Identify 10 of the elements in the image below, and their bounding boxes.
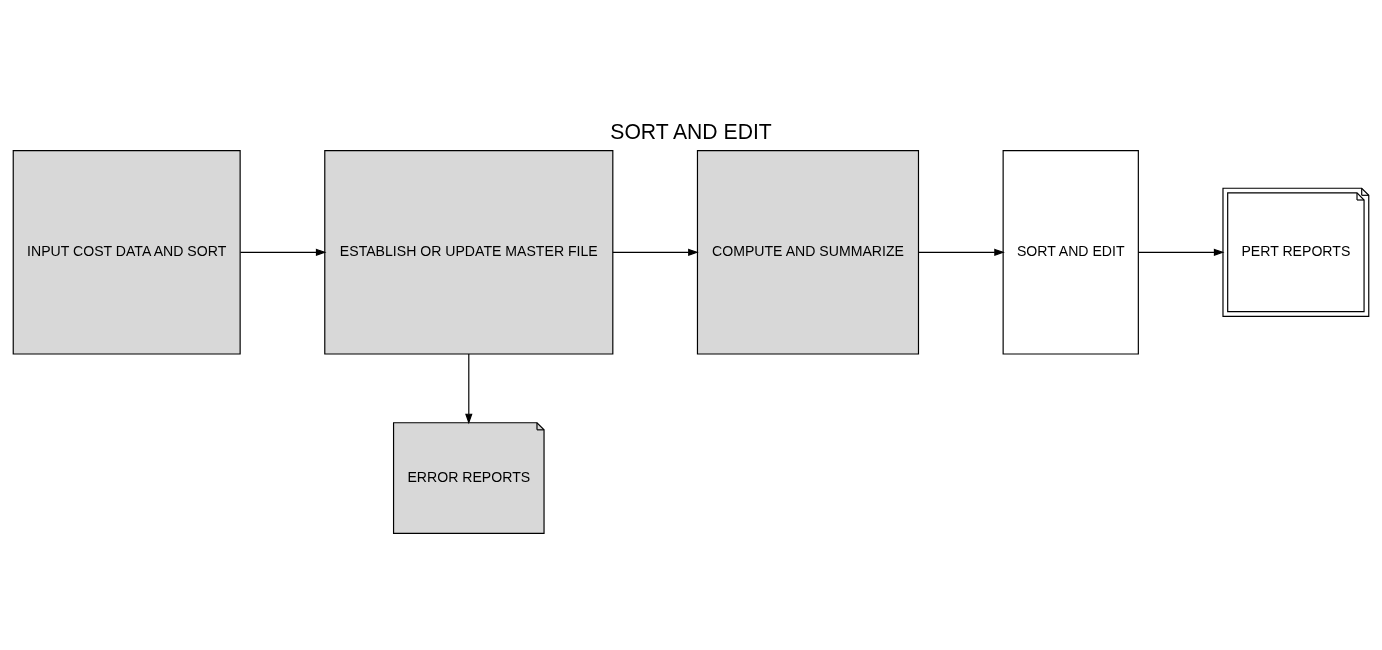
arrow	[239, 248, 327, 256]
arrow	[612, 248, 699, 256]
diagram-title: SORT AND EDIT	[610, 119, 772, 143]
arrow	[1137, 248, 1225, 256]
node-box: ESTABLISH OR UPDATE MASTER FILE	[324, 149, 614, 355]
node-box: SORT AND EDIT	[1002, 149, 1139, 355]
node-box: COMPUTE AND SUMMARIZE	[696, 149, 920, 355]
node-box: INPUT COST DATA AND SORT	[12, 149, 241, 355]
arrow	[465, 352, 473, 424]
arrow	[918, 248, 1005, 256]
